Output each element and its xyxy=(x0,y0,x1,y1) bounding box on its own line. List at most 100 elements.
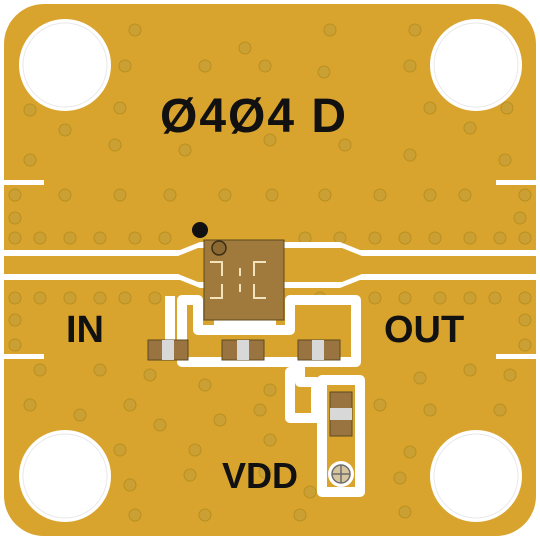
via xyxy=(128,231,142,245)
capacitor-vertical xyxy=(329,391,353,437)
orientation-dot xyxy=(192,222,208,238)
vdd-label: VDD xyxy=(222,455,298,496)
via xyxy=(58,123,72,137)
via xyxy=(148,291,162,305)
via xyxy=(518,188,532,202)
via xyxy=(403,148,417,162)
mounting-hole-top-left xyxy=(19,19,111,111)
via xyxy=(198,378,212,392)
via xyxy=(8,291,22,305)
via xyxy=(513,211,527,225)
via xyxy=(213,413,227,427)
via xyxy=(123,478,137,492)
via xyxy=(123,398,137,412)
via xyxy=(428,231,442,245)
via xyxy=(293,508,307,522)
via xyxy=(63,231,77,245)
via xyxy=(33,231,47,245)
in-label: IN xyxy=(66,309,104,351)
via xyxy=(158,231,172,245)
via xyxy=(33,291,47,305)
via xyxy=(163,188,177,202)
via-field xyxy=(8,23,532,522)
mounting-hole-bottom-right xyxy=(430,430,522,522)
via xyxy=(263,133,277,147)
via xyxy=(413,371,427,385)
via xyxy=(338,138,352,152)
via xyxy=(323,23,337,37)
mounting-hole-top-right xyxy=(430,19,522,111)
via xyxy=(8,313,22,327)
rf-trace-gaps xyxy=(4,180,536,359)
via xyxy=(503,368,517,382)
via xyxy=(8,211,22,225)
via xyxy=(373,188,387,202)
vdd-pad xyxy=(328,461,354,487)
via xyxy=(63,291,77,305)
via xyxy=(433,291,447,305)
via xyxy=(143,368,157,382)
via xyxy=(198,59,212,73)
via xyxy=(258,59,272,73)
via xyxy=(398,505,412,519)
capacitor-middle xyxy=(221,339,265,361)
via xyxy=(493,231,507,245)
via xyxy=(33,363,47,377)
via xyxy=(368,291,382,305)
via xyxy=(118,291,132,305)
via xyxy=(403,445,417,459)
via xyxy=(303,485,317,499)
via xyxy=(58,188,72,202)
via xyxy=(113,101,127,115)
via xyxy=(258,465,272,479)
capacitor-right xyxy=(297,339,341,361)
via xyxy=(493,403,507,417)
via xyxy=(393,471,407,485)
via xyxy=(408,23,422,37)
via xyxy=(128,23,142,37)
bypass-capacitors xyxy=(147,339,353,437)
via xyxy=(238,41,252,55)
via xyxy=(108,138,122,152)
mounting-holes xyxy=(19,19,522,522)
via xyxy=(463,363,477,377)
via xyxy=(463,121,477,135)
via xyxy=(188,443,202,457)
via xyxy=(423,403,437,417)
via xyxy=(488,291,502,305)
via xyxy=(93,363,107,377)
via xyxy=(8,231,22,245)
via xyxy=(128,508,142,522)
via xyxy=(518,338,532,352)
via xyxy=(263,383,277,397)
via xyxy=(23,153,37,167)
via xyxy=(93,231,107,245)
via xyxy=(183,468,197,482)
via xyxy=(318,188,332,202)
via xyxy=(500,101,514,115)
via xyxy=(178,143,192,157)
via xyxy=(368,231,382,245)
via xyxy=(93,291,107,305)
via xyxy=(423,188,437,202)
via xyxy=(458,188,472,202)
via xyxy=(518,291,532,305)
via xyxy=(113,443,127,457)
via xyxy=(23,103,37,117)
bias-network xyxy=(165,295,365,497)
via xyxy=(198,508,212,522)
via xyxy=(263,433,277,447)
via xyxy=(113,188,127,202)
via xyxy=(373,398,387,412)
via xyxy=(265,188,279,202)
pin1-marker xyxy=(211,240,227,256)
via xyxy=(23,398,37,412)
via xyxy=(423,101,437,115)
via xyxy=(253,403,267,417)
via xyxy=(463,291,477,305)
mounting-hole-bottom-left xyxy=(19,430,111,522)
via xyxy=(8,188,22,202)
via xyxy=(317,65,331,79)
via xyxy=(463,231,477,245)
